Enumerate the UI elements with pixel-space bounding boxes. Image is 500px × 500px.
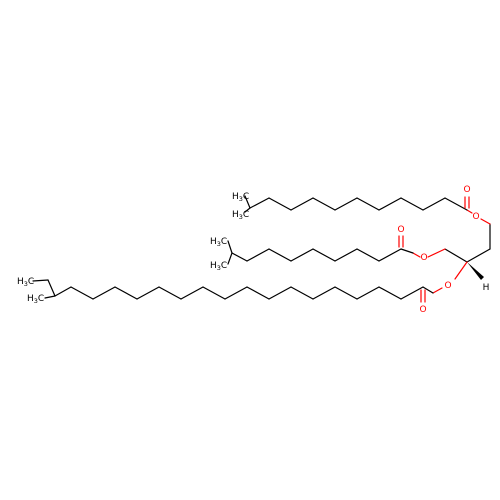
methyl-label-chain3-bottom: H3C [27, 294, 44, 305]
stereo-hydrogen: H [483, 283, 490, 293]
ester-oxygen-3: O [444, 281, 451, 291]
glycerol-backbone [444, 223, 491, 280]
svg-text:H3C: H3C [232, 192, 249, 203]
svg-text:H3C: H3C [27, 294, 44, 305]
methyl-label-chain2-bottom: H3C [210, 261, 227, 272]
acyl-chain-3 [32, 279, 443, 303]
svg-text:H3C: H3C [232, 210, 249, 221]
ester-oxygen-1: O [472, 212, 479, 222]
methyl-label-chain1-top: H3C [232, 192, 249, 203]
carbonyl-oxygen-3: O [419, 305, 426, 315]
stereo-wedge-bond [467, 262, 484, 280]
svg-text:H3C: H3C [210, 237, 227, 248]
methyl-label-chain2-top: H3C [210, 237, 227, 248]
svg-text:H3C: H3C [210, 261, 227, 272]
carbonyl-oxygen-1: O [463, 185, 470, 195]
carbonyl-oxygen-2: O [397, 225, 404, 235]
svg-text:H3C: H3C [17, 277, 34, 288]
methyl-label-chain3-top: H3C [17, 277, 34, 288]
methyl-label-chain1-bottom: H3C [232, 210, 249, 221]
acyl-chain-2 [227, 235, 446, 265]
acyl-chain-1 [244, 195, 491, 225]
ester-oxygen-2: O [420, 253, 427, 263]
